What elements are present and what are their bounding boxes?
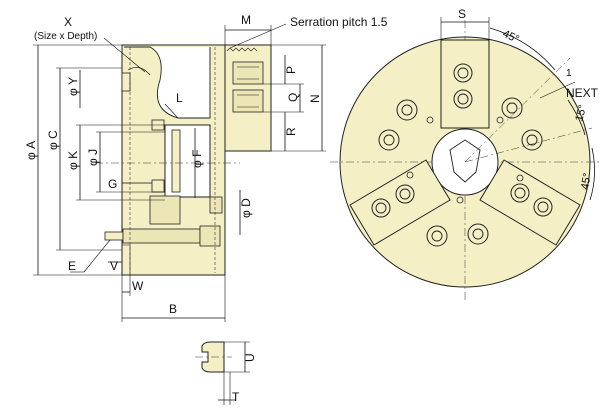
jaw-lower-right: [479, 159, 581, 246]
jaw-bolts: [371, 63, 553, 218]
label-e: E: [68, 259, 76, 273]
label-angle-right: 45°: [579, 172, 594, 190]
label-u: U: [243, 353, 257, 362]
label-m: M: [241, 13, 251, 27]
label-size-depth: (Size x Depth): [34, 31, 97, 42]
label-l: L: [176, 91, 183, 105]
section-view: [33, 23, 326, 322]
label-x: X: [64, 15, 72, 29]
label-phi-a: φ A: [24, 141, 38, 160]
label-r: R: [284, 127, 298, 136]
label-next: NEXT: [566, 86, 599, 100]
label-phi-c: φ C: [46, 130, 60, 150]
label-phi-j: φ J: [86, 149, 100, 166]
label-q: Q: [286, 93, 300, 102]
label-n: N: [308, 94, 322, 103]
label-one: 1: [566, 68, 572, 79]
label-g: G: [108, 177, 117, 191]
label-phi-d: φ D: [239, 198, 253, 218]
label-p: P: [284, 66, 298, 74]
jaw-top: [440, 39, 490, 129]
label-s: S: [458, 7, 466, 21]
mounting-holes: [378, 97, 543, 247]
label-b: B: [169, 302, 177, 316]
label-phi-k: φ K: [66, 151, 80, 170]
label-phi-y: φ Y: [66, 77, 80, 96]
label-phi-f: φ F: [190, 150, 204, 168]
jaw-lower-left: [349, 159, 451, 246]
label-angle-15: 15°: [573, 104, 589, 123]
label-w: W: [132, 279, 144, 293]
label-t: T: [232, 390, 240, 404]
label-v: V: [110, 259, 118, 273]
t-nut-detail: [195, 341, 250, 405]
label-serration: Serration pitch 1.5: [290, 15, 388, 29]
front-view: [330, 17, 600, 300]
